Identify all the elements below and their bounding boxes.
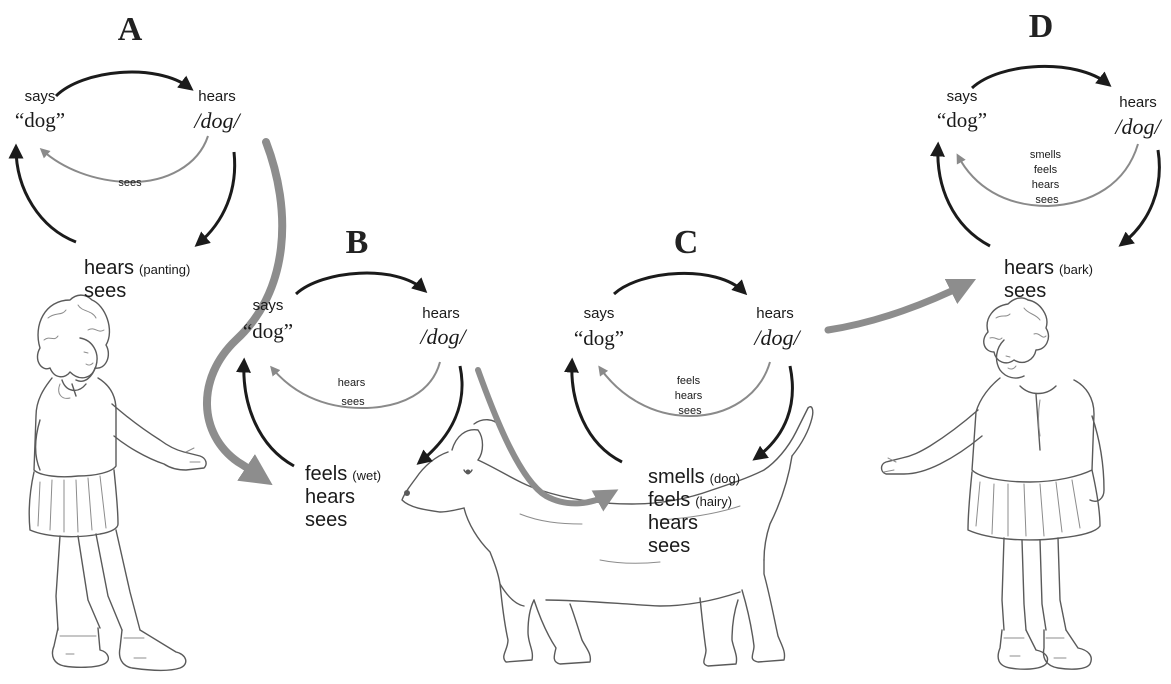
dog-figure: [402, 407, 813, 666]
loop-arrow-top: [972, 66, 1108, 88]
says-label: says: [584, 305, 615, 322]
hears-word: /dog/: [1113, 114, 1162, 139]
bottom-sense-2: feels(hairy): [648, 489, 732, 511]
loop-arrow-right: [1122, 150, 1159, 244]
bottom-senses: feels(wet) hears sees: [305, 463, 387, 531]
panel-label: D: [1029, 8, 1054, 45]
panel-label: B: [346, 224, 369, 261]
bottom-sense-3: sees: [305, 509, 347, 531]
bottom-sense-1: smells(dog): [648, 466, 740, 488]
loop-arrow-right: [198, 152, 235, 244]
inner-senses: sees: [118, 177, 142, 189]
bottom-sense-3: hears: [648, 512, 698, 534]
says-label: says: [25, 88, 56, 105]
bottom-senses: hears(bark) sees: [1004, 257, 1099, 302]
inner-sense-4: sees: [1035, 194, 1059, 206]
loop-arrow-top: [56, 72, 190, 96]
panel-d: D says “dog” hears /dog/ smells feels he…: [937, 8, 1163, 302]
loop-arrow-right: [420, 366, 462, 462]
panel-a: A says “dog” hears /dog/ sees hears(pant…: [15, 11, 242, 302]
bottom-sense-1: feels(wet): [305, 463, 381, 485]
hears-label: hears: [756, 305, 794, 322]
child-figure-left: [29, 295, 206, 670]
inner-sense-1: smells: [1030, 149, 1062, 161]
bottom-sense-2: sees: [84, 280, 126, 302]
loop-arrow-left: [16, 148, 76, 242]
bottom-sense-1: hears(panting): [84, 257, 190, 279]
inner-senses: feels hears sees: [675, 375, 706, 417]
panel-label: C: [674, 224, 699, 261]
bottom-sense-1: hears(bark): [1004, 257, 1093, 279]
inner-loop-arrow: [42, 136, 208, 182]
hears-label: hears: [1119, 94, 1157, 111]
says-word: “dog”: [15, 108, 65, 132]
bottom-senses: hears(panting) sees: [84, 257, 196, 302]
panel-label: A: [118, 11, 143, 48]
inner-sense-1: hears: [338, 377, 366, 389]
loop-arrow-left: [572, 362, 622, 462]
says-word: “dog”: [937, 108, 987, 132]
panel-c: C says “dog” hears /dog/ feels hears see…: [572, 224, 802, 557]
inner-senses: smells feels hears sees: [1030, 149, 1064, 206]
hears-label: hears: [422, 305, 460, 322]
inner-sense-1: sees: [118, 177, 142, 189]
inner-sense-2: sees: [341, 396, 365, 408]
bottom-sense-4: sees: [648, 535, 690, 557]
hears-word: /dog/: [418, 324, 467, 349]
loop-arrow-left: [938, 146, 990, 246]
hears-word: /dog/: [192, 108, 241, 133]
says-label: says: [253, 297, 284, 314]
flow-arrow-b-to-c: [478, 370, 610, 503]
inner-senses: hears sees: [338, 377, 369, 408]
inner-sense-2: hears: [675, 390, 703, 402]
hears-word: /dog/: [752, 325, 801, 350]
loop-arrow-left: [244, 362, 294, 466]
inner-sense-3: sees: [678, 405, 702, 417]
says-label: says: [947, 88, 978, 105]
flow-arrow-c-to-d: [828, 284, 966, 330]
loop-arrow-top: [296, 273, 424, 294]
inner-sense-2: feels: [1034, 164, 1058, 176]
loop-arrow-top: [614, 273, 744, 294]
hears-label: hears: [198, 88, 236, 105]
bottom-senses: smells(dog) feels(hairy) hears sees: [648, 466, 746, 557]
bottom-sense-2: sees: [1004, 280, 1046, 302]
child-figure-right: [882, 298, 1105, 669]
says-word: “dog”: [574, 326, 624, 350]
inner-sense-3: hears: [1032, 179, 1060, 191]
inner-sense-1: feels: [677, 375, 701, 387]
bottom-sense-2: hears: [305, 486, 355, 508]
says-word: “dog”: [243, 319, 293, 343]
